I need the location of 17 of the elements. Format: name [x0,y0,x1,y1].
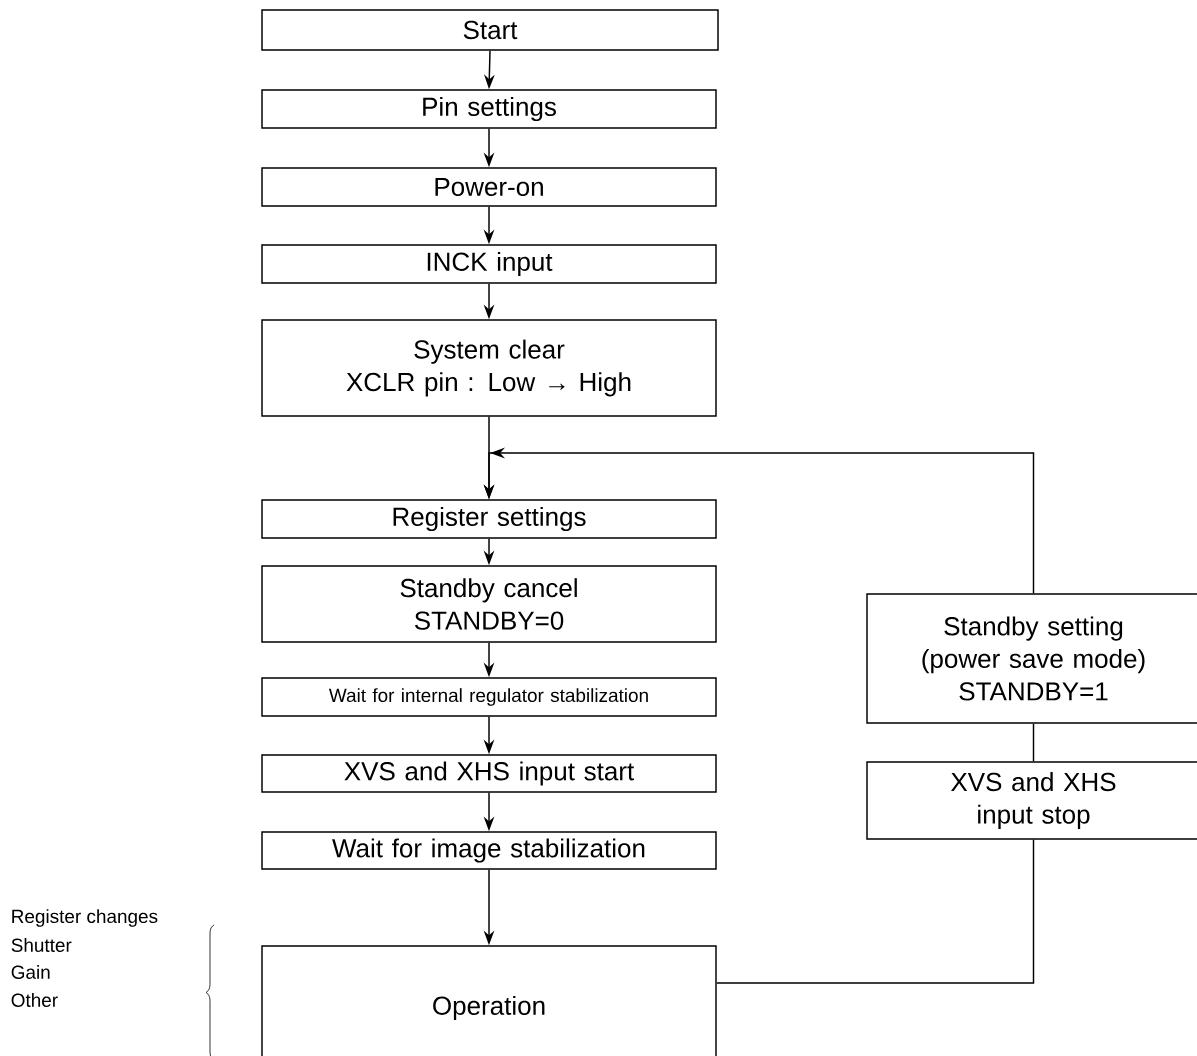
process-box: Register settings [261,499,717,539]
process-box: Wait for image stabilization [261,831,717,870]
note-text: Other [11,993,58,1007]
process-box: XVS and XHS input start [261,754,717,793]
process-box: XVS and XHS input stop [866,761,1197,840]
process-box: Standby cancel STANDBY=0 [261,565,717,643]
note-text: Register changes [12,909,158,927]
process-box: Operation [261,945,717,1056]
note-text: Gain [11,965,50,979]
process-box: Wait for internal regulator stabilization [261,677,717,717]
process-box: Power-on [261,167,717,207]
process-box: INCK input [261,244,717,284]
process-box: Start [261,9,719,51]
process-box: Pin settings [261,89,717,129]
process-box: System clear XCLR pin : Low → High [261,319,717,417]
process-box: Standby setting (power save mode) STANDBY=1 [866,593,1197,724]
note-text: Shutter [11,938,72,952]
